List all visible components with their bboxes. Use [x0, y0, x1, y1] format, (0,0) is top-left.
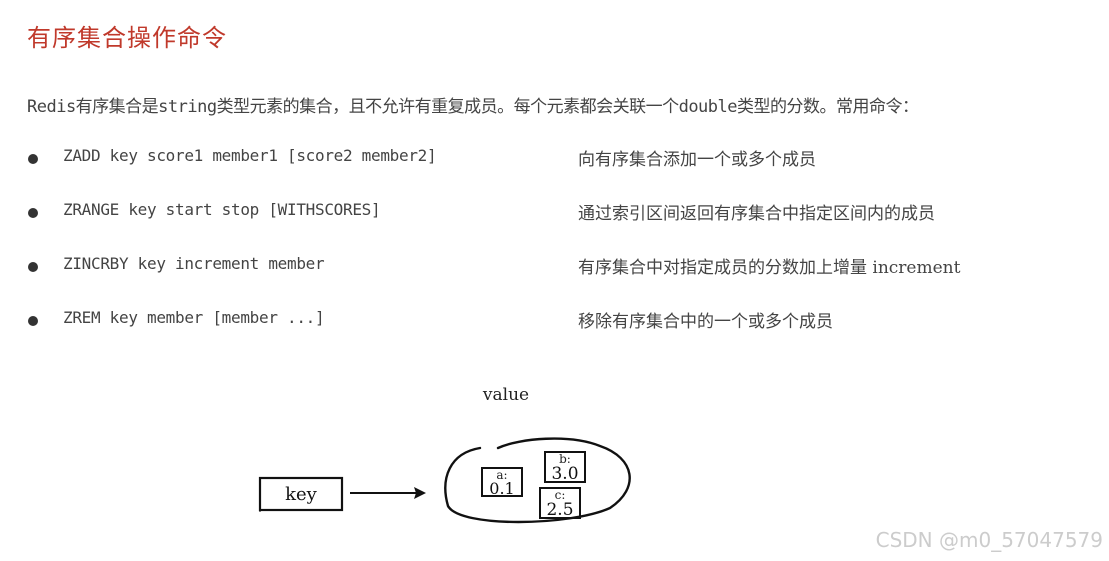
command-description: 有序集合中对指定成员的分数加上增量 increment: [578, 258, 961, 278]
command-syntax: ZRANGE key start stop [WITHSCORES]: [63, 200, 381, 219]
command-syntax: ZINCRBY key increment member: [63, 254, 325, 273]
key-label: key: [285, 484, 318, 505]
key-box: key: [258, 476, 344, 512]
command-item: ZINCRBY key increment member 有序集合中对指定成员的…: [0, 252, 1109, 282]
member-name: c:: [555, 488, 566, 502]
member-box-a: a: 0.1: [481, 467, 523, 498]
command-description: 通过索引区间返回有序集合中指定区间内的成员: [578, 204, 935, 224]
page-title: 有序集合操作命令: [27, 24, 227, 52]
member-score: 0.1: [489, 479, 514, 498]
member-box-c: c: 2.5: [539, 487, 581, 520]
command-description: 移除有序集合中的一个或多个成员: [578, 312, 833, 332]
member-box-b: b: 3.0: [544, 451, 586, 484]
member-score: 2.5: [546, 500, 573, 520]
member-name: b:: [559, 452, 571, 466]
command-syntax: ZADD key score1 member1 [score2 member2]: [63, 146, 437, 165]
value-label: value: [482, 385, 529, 405]
arrow-icon: [350, 487, 426, 499]
command-item: ZREM key member [member ...] 移除有序集合中的一个或…: [0, 306, 1109, 336]
member-score: 3.0: [551, 464, 578, 484]
command-item: ZRANGE key start stop [WITHSCORES] 通过索引区…: [0, 198, 1109, 228]
bullet-icon: [28, 208, 38, 218]
command-syntax: ZREM key member [member ...]: [63, 308, 325, 327]
command-item: ZADD key score1 member1 [score2 member2]…: [0, 144, 1109, 174]
command-description: 向有序集合添加一个或多个成员: [578, 150, 816, 170]
bullet-icon: [28, 316, 38, 326]
bullet-icon: [28, 262, 38, 272]
watermark-text: CSDN @m0_57047579: [875, 528, 1103, 552]
member-name: a:: [496, 468, 507, 482]
intro-paragraph: Redis有序集合是string类型元素的集合，且不允许有重复成员。每个元素都会…: [27, 97, 919, 117]
value-set-ellipse: [444, 437, 631, 524]
sorted-set-diagram: value key a: 0.1 b: 3.0 c:: [250, 378, 650, 538]
bullet-icon: [28, 154, 38, 164]
